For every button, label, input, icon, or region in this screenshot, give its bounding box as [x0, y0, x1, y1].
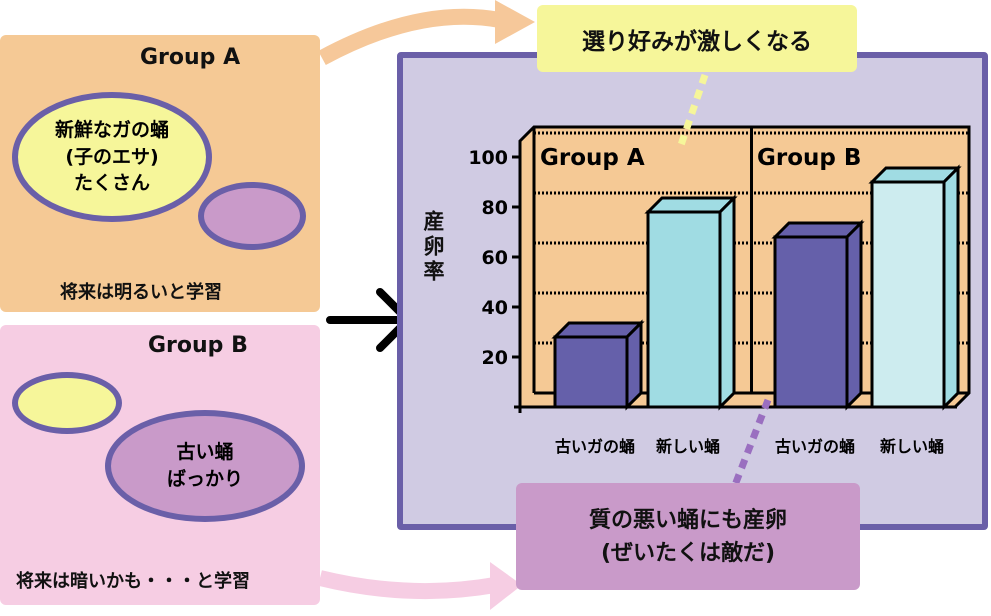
group-b-caption: 将来は暗いかも・・・と学習: [16, 571, 250, 592]
y-tick-label: 20: [482, 347, 508, 369]
group-b-old-pupa-bubble: 古い蛹 ばっかり: [105, 410, 305, 522]
bar: [553, 335, 629, 409]
y-tick-label: 100: [468, 147, 508, 169]
callout-top: 選り好みが激しくなる: [537, 5, 857, 72]
x-tick-label: 古いガの蛹: [555, 437, 635, 456]
arrowhead-top: [495, 0, 535, 44]
group-b-title: Group B: [148, 333, 248, 358]
arrow-group-b-to-callout: [318, 570, 497, 600]
bubble-line: (子のエサ): [65, 145, 159, 168]
callout-top-text: 選り好みが激しくなる: [582, 28, 812, 55]
purple-dotted-connector: [731, 398, 772, 487]
bubble-line: たくさん: [73, 172, 150, 195]
yellow-dotted-connector: [676, 73, 709, 150]
group-label: Group A: [540, 145, 645, 171]
group-b-small-bubble: [12, 372, 122, 434]
callout-bottom-line: (ぜいたくは敵だ): [600, 540, 776, 566]
arrowhead-bottom: [490, 562, 522, 610]
group-b-panel: Group B 古い蛹 ばっかり 将来は暗いかも・・・と学習: [0, 325, 320, 605]
bar: [646, 210, 722, 409]
y-tick-label: 60: [482, 247, 508, 269]
group-a-panel: Group A 新鮮なガの蛹 (子のエサ) たくさん 将来は明るいと学習: [0, 35, 320, 312]
group-label: Group B: [757, 145, 861, 171]
bubble-line: 古い蛹: [176, 441, 234, 464]
bar: [773, 235, 849, 409]
y-axis-label: 産卵率: [421, 210, 445, 285]
x-tick-label: 古いガの蛹: [775, 437, 855, 456]
callout-bottom: 質の悪い蛹にも産卵 (ぜいたくは敵だ): [516, 483, 860, 590]
y-tick-label: 40: [482, 297, 508, 319]
callout-bottom-line: 質の悪い蛹にも産卵: [588, 507, 787, 533]
arrow-group-a-to-callout: [318, 8, 502, 66]
x-tick-label: 新しい蛹: [656, 437, 720, 456]
bar: [870, 180, 946, 409]
group-a-caption: 将来は明るいと学習: [60, 282, 222, 303]
y-tick-label: 80: [482, 197, 508, 219]
group-a-small-bubble: [198, 182, 306, 250]
group-a-food-bubble: 新鮮なガの蛹 (子のエサ) たくさん: [12, 92, 212, 222]
bubble-line: ばっかり: [166, 468, 243, 490]
bubble-line: 新鮮なガの蛹: [54, 119, 169, 142]
group-a-title: Group A: [140, 45, 241, 70]
x-tick-label: 新しい蛹: [880, 437, 944, 456]
